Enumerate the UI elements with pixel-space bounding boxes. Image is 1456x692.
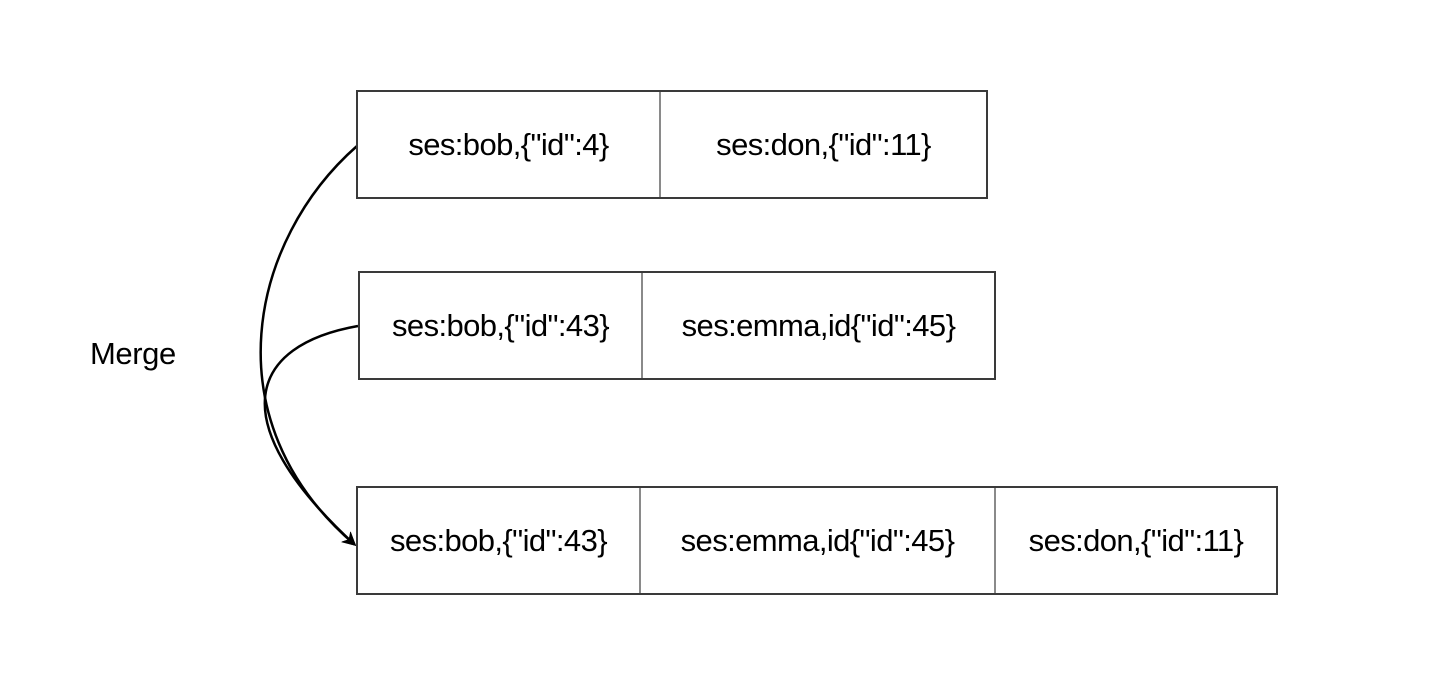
record-cell: ses:don,{"id":11}: [659, 92, 986, 197]
record-cell: ses:bob,{"id":4}: [408, 126, 609, 162]
connector-middle-to-result: [263, 324, 359, 547]
record-cell: ses:emma,id{"id":45}: [639, 488, 994, 593]
source-row-top: ses:bob,{"id":4} ses:don,{"id":11}: [356, 90, 988, 199]
record-cell: ses:bob,{"id":43}: [390, 522, 608, 558]
record-cell: ses:bob,{"id":43}: [392, 307, 610, 343]
connector-top-to-result: [259, 145, 358, 546]
merge-label: Merge: [90, 336, 176, 371]
source-row-middle: ses:bob,{"id":43} ses:emma,id{"id":45}: [358, 271, 996, 380]
record-cell: ses:emma,id{"id":45}: [641, 273, 994, 378]
record-cell: ses:don,{"id":11}: [994, 488, 1276, 593]
merged-result-row: ses:bob,{"id":43} ses:emma,id{"id":45} s…: [356, 486, 1278, 595]
